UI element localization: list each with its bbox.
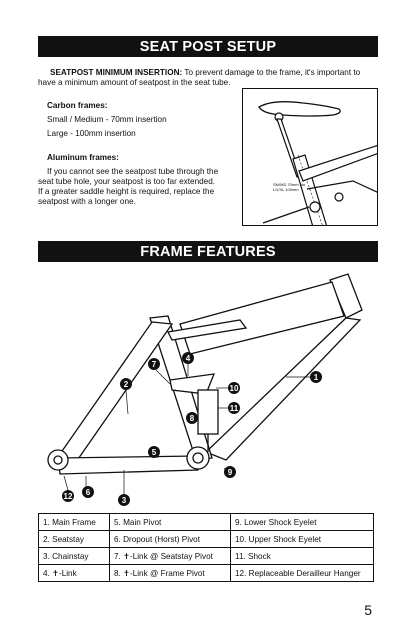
table-row: 4. ✝-Link 8. ✝-Link @ Frame Pivot 12. Re… xyxy=(38,564,374,582)
aluminum-text-line-4: seatpost with a longer one. xyxy=(38,197,136,206)
frame-outline xyxy=(47,273,363,475)
figure-label-1: SM/MD 70mm xyxy=(273,182,299,187)
aluminum-text-line-3: If a greater saddle height is required, … xyxy=(38,187,215,196)
table-cell: 5. Main Pivot xyxy=(109,513,231,531)
table-cell: 1. Main Frame xyxy=(38,513,110,531)
parts-table: 1. Main Frame 5. Main Pivot 9. Lower Sho… xyxy=(38,513,374,582)
page-number: 5 xyxy=(364,602,372,618)
seatstay xyxy=(59,321,174,463)
table-cell: 7. ✝-Link @ Seatstay Pivot xyxy=(109,547,231,565)
callout-9: 9 xyxy=(224,466,236,478)
svg-text:4: 4 xyxy=(186,354,191,363)
table-cell: 3. Chainstay xyxy=(38,547,110,565)
seat-post-setup-banner: SEAT POST SETUP xyxy=(38,36,378,57)
pivot-circle xyxy=(334,192,344,202)
svg-text:5: 5 xyxy=(152,448,157,457)
table-row: 1. Main Frame 5. Main Pivot 9. Lower Sho… xyxy=(38,513,374,531)
callout-10: 10 xyxy=(228,382,240,394)
callout-markers: 1 2 3 4 5 6 7 8 9 10 11 12 xyxy=(62,352,322,506)
figure-label-2: LG/XL 100mm xyxy=(273,187,299,192)
chainstay xyxy=(57,455,199,475)
seatpost-lead: SEATPOST MINIMUM INSERTION: xyxy=(50,68,183,77)
callout-6: 6 xyxy=(82,486,94,498)
seatpost-figure: SM/MD 70mm LG/XL 100mm xyxy=(242,88,378,226)
callout-7: 7 xyxy=(148,358,160,370)
callout-8: 8 xyxy=(186,412,198,424)
table-row: 2. Seatstay 6. Dropout (Horst) Pivot 10.… xyxy=(38,530,374,548)
table-cell: 8. ✝-Link @ Frame Pivot xyxy=(109,564,231,582)
table-cell: 6. Dropout (Horst) Pivot xyxy=(109,530,231,548)
down-tube xyxy=(204,317,362,461)
carbon-frames-heading: Carbon frames: xyxy=(47,101,108,110)
aluminum-text-line-2: seat tube hole, your seatpost is too far… xyxy=(38,177,216,186)
svg-text:12: 12 xyxy=(64,492,73,501)
svg-text:3: 3 xyxy=(122,496,127,505)
seatstay-lines xyxy=(262,206,310,224)
bottom-bracket-inner xyxy=(192,452,204,464)
section-title: FRAME FEATURES xyxy=(140,243,276,260)
callout-11: 11 xyxy=(228,402,240,414)
rear-axle xyxy=(53,455,63,465)
svg-text:2: 2 xyxy=(124,380,129,389)
carbon-large: Large - 100mm insertion xyxy=(47,129,136,138)
callout-2: 2 xyxy=(120,378,132,390)
carbon-small-medium: Small / Medium - 70mm insertion xyxy=(47,115,167,124)
frame-features-banner: FRAME FEATURES xyxy=(38,241,378,262)
svg-text:10: 10 xyxy=(230,384,239,393)
pivot-circle xyxy=(309,201,321,213)
callout-3: 3 xyxy=(118,494,130,506)
table-row: 3. Chainstay 7. ✝-Link @ Seatstay Pivot … xyxy=(38,547,374,565)
callout-12: 12 xyxy=(62,490,74,502)
callout-4: 4 xyxy=(182,352,194,364)
saddle-shape xyxy=(258,101,341,117)
frame-rear-lines xyxy=(306,180,377,193)
callout-1: 1 xyxy=(310,371,322,383)
seatpost-intro-paragraph: SEATPOST MINIMUM INSERTION: To prevent d… xyxy=(38,68,378,88)
table-cell: 10. Upper Shock Eyelet xyxy=(230,530,374,548)
svg-text:1: 1 xyxy=(314,373,319,382)
table-cell: 11. Shock xyxy=(230,547,374,565)
table-cell: 9. Lower Shock Eyelet xyxy=(230,513,374,531)
frame-diagram: 1 2 3 4 5 6 7 8 9 10 11 12 xyxy=(47,273,363,506)
svg-text:9: 9 xyxy=(228,468,233,477)
table-cell: 12. Replaceable Derailleur Hanger xyxy=(230,564,374,582)
top-tube xyxy=(298,145,377,182)
seatpost-illustration: SM/MD 70mm LG/XL 100mm xyxy=(258,101,377,225)
top-tube xyxy=(179,281,345,355)
frame-detail xyxy=(167,319,248,341)
section-title: SEAT POST SETUP xyxy=(139,38,277,55)
svg-text:8: 8 xyxy=(190,414,195,423)
svg-text:7: 7 xyxy=(152,360,157,369)
svg-text:6: 6 xyxy=(86,488,91,497)
aluminum-text-line-1: If you cannot see the seatpost tube thro… xyxy=(47,167,219,176)
aluminum-frames-heading: Aluminum frames: xyxy=(47,153,119,162)
seatpost-lead-text: To prevent damage to the frame, it's imp… xyxy=(38,68,361,87)
svg-text:11: 11 xyxy=(230,404,239,413)
shock-body xyxy=(197,389,219,435)
callout-5: 5 xyxy=(148,446,160,458)
table-cell: 4. ✝-Link xyxy=(38,564,110,582)
insertion-line xyxy=(297,154,323,225)
table-cell: 2. Seatstay xyxy=(38,530,110,548)
